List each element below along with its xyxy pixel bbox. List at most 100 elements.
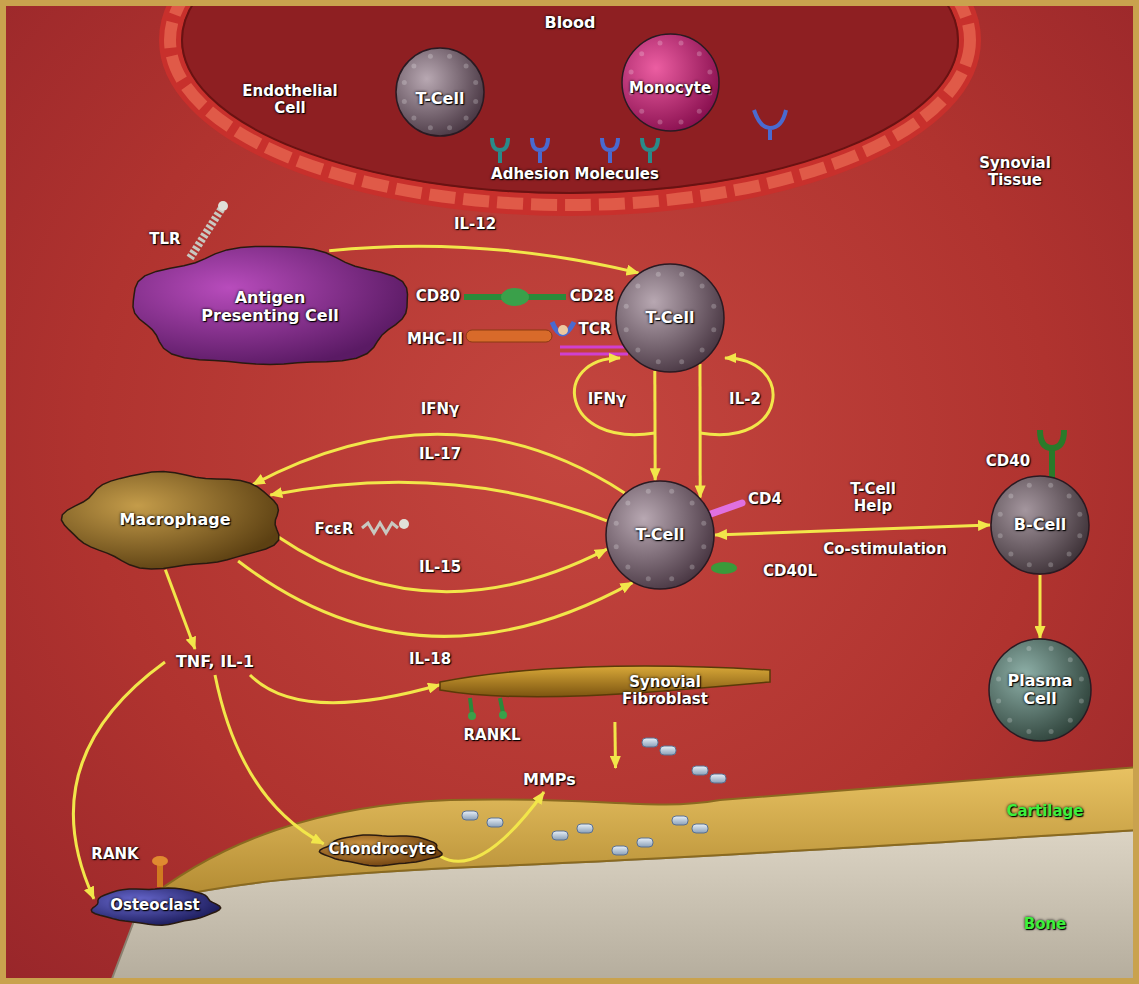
cell-texture bbox=[669, 576, 674, 581]
antigen-peptide bbox=[558, 325, 568, 335]
receptor-label: CD80 bbox=[416, 288, 460, 305]
tlr-tip bbox=[218, 201, 228, 211]
receptor-label: CD4 bbox=[748, 491, 782, 508]
edge-label: IL-18 bbox=[409, 651, 451, 668]
signal-arrow bbox=[613, 722, 617, 768]
t-cell: T-Cell bbox=[615, 263, 725, 373]
receptor-label: TLR bbox=[149, 231, 180, 248]
cell-texture bbox=[656, 359, 661, 364]
cell-texture bbox=[464, 63, 469, 68]
cell-texture bbox=[614, 521, 619, 526]
cell-texture bbox=[447, 54, 452, 59]
cell-texture bbox=[411, 63, 416, 68]
tcr-chain bbox=[560, 346, 628, 349]
mmp-molecule bbox=[692, 824, 708, 833]
cell-texture bbox=[1049, 646, 1054, 651]
edge-label: T-Cell Help bbox=[843, 481, 903, 516]
signal-arrow bbox=[250, 675, 440, 703]
node-text: B-Cell bbox=[1014, 516, 1066, 534]
adhesion-molecule bbox=[602, 138, 618, 163]
fibroblast-body bbox=[440, 666, 770, 697]
cell-texture bbox=[428, 125, 433, 130]
cell-texture bbox=[700, 348, 705, 353]
receptor-label: TCR bbox=[579, 321, 612, 338]
cell-texture bbox=[711, 327, 716, 332]
node-text: Antigen Presenting Cell bbox=[195, 289, 345, 326]
cell-texture bbox=[1007, 657, 1012, 662]
cell-texture bbox=[646, 489, 651, 494]
cytokine-label: IFNγ bbox=[588, 391, 627, 408]
cell-texture bbox=[646, 576, 651, 581]
cell-texture bbox=[1077, 512, 1082, 517]
cell-texture bbox=[701, 544, 706, 549]
cell-body bbox=[991, 476, 1089, 574]
cartilage bbox=[140, 767, 1139, 905]
mhc-ii-molecule bbox=[466, 330, 552, 342]
node-text: T-Cell bbox=[646, 309, 695, 327]
cell-texture bbox=[678, 40, 683, 45]
cell-body bbox=[396, 48, 484, 136]
region-label: Synovial Tissue bbox=[970, 155, 1060, 190]
tissue-label: Cartilage bbox=[1006, 803, 1083, 820]
cell-texture bbox=[669, 489, 674, 494]
mmp-molecule bbox=[612, 846, 628, 855]
cd40l-receptor bbox=[711, 562, 737, 574]
cell-body bbox=[133, 247, 408, 365]
receptor-label: RANK bbox=[91, 846, 138, 863]
node-text: Blood bbox=[544, 14, 595, 32]
macrophage-cell: Macrophage bbox=[65, 470, 285, 570]
mmp-molecule bbox=[637, 838, 653, 847]
ifn-gamma-loop bbox=[574, 358, 655, 435]
rank-receptor bbox=[157, 865, 163, 887]
receptor-label: RANKL bbox=[464, 727, 521, 744]
cell-texture bbox=[639, 108, 644, 113]
mmp-molecule bbox=[692, 766, 708, 775]
cell-texture bbox=[1079, 676, 1084, 681]
cell-texture bbox=[625, 500, 630, 505]
cell-texture bbox=[1008, 493, 1013, 498]
cell-body bbox=[319, 835, 442, 866]
cell-texture bbox=[998, 512, 1003, 517]
rankl-stub bbox=[500, 698, 503, 713]
adhesion-molecule bbox=[642, 138, 658, 163]
cell-texture bbox=[1026, 729, 1031, 734]
receptor-label: CD40L bbox=[763, 563, 817, 580]
tcr-receptor bbox=[552, 322, 574, 334]
node-text: Osteoclast bbox=[110, 897, 200, 914]
cell-texture bbox=[1027, 562, 1032, 567]
signal-arrow bbox=[699, 364, 702, 497]
edge-label: IL-17 bbox=[419, 446, 461, 463]
signal-arrow bbox=[165, 570, 195, 649]
cell-body bbox=[622, 34, 719, 131]
rankl-stub bbox=[470, 698, 472, 714]
tcr-chain bbox=[560, 353, 628, 356]
receptor-label: CD40 bbox=[986, 453, 1030, 470]
cell-texture bbox=[447, 125, 452, 130]
node-text: Chondrocyte bbox=[328, 841, 435, 858]
cytokine-node: TNF, IL-1 bbox=[165, 649, 265, 675]
adhesion-molecule bbox=[532, 138, 548, 163]
cell-texture bbox=[996, 676, 1001, 681]
signal-arrow bbox=[278, 537, 607, 592]
cell-texture bbox=[411, 116, 416, 121]
t-cell: T-Cell bbox=[605, 480, 715, 590]
node-text: TNF, IL-1 bbox=[176, 653, 254, 671]
mmp-molecule bbox=[577, 824, 593, 833]
cell-texture bbox=[696, 108, 701, 113]
cell-texture bbox=[402, 99, 407, 104]
signal-arrow bbox=[715, 525, 990, 535]
plasma-cell: Plasma Cell bbox=[988, 638, 1092, 742]
cell-texture bbox=[996, 699, 1001, 704]
rankl-tip bbox=[468, 712, 476, 720]
synovial-fibroblast: Synovial Fibroblast bbox=[440, 660, 770, 722]
node-text: MMPs bbox=[523, 771, 576, 789]
t-cell: T-Cell bbox=[395, 47, 485, 137]
cell-texture bbox=[1068, 718, 1073, 723]
endothelial-cells bbox=[170, 0, 970, 205]
blade-outline bbox=[440, 660, 770, 722]
cell-texture bbox=[1049, 729, 1054, 734]
cell-body bbox=[606, 481, 714, 589]
rank-tip bbox=[152, 856, 168, 866]
cell-texture bbox=[1048, 483, 1053, 488]
